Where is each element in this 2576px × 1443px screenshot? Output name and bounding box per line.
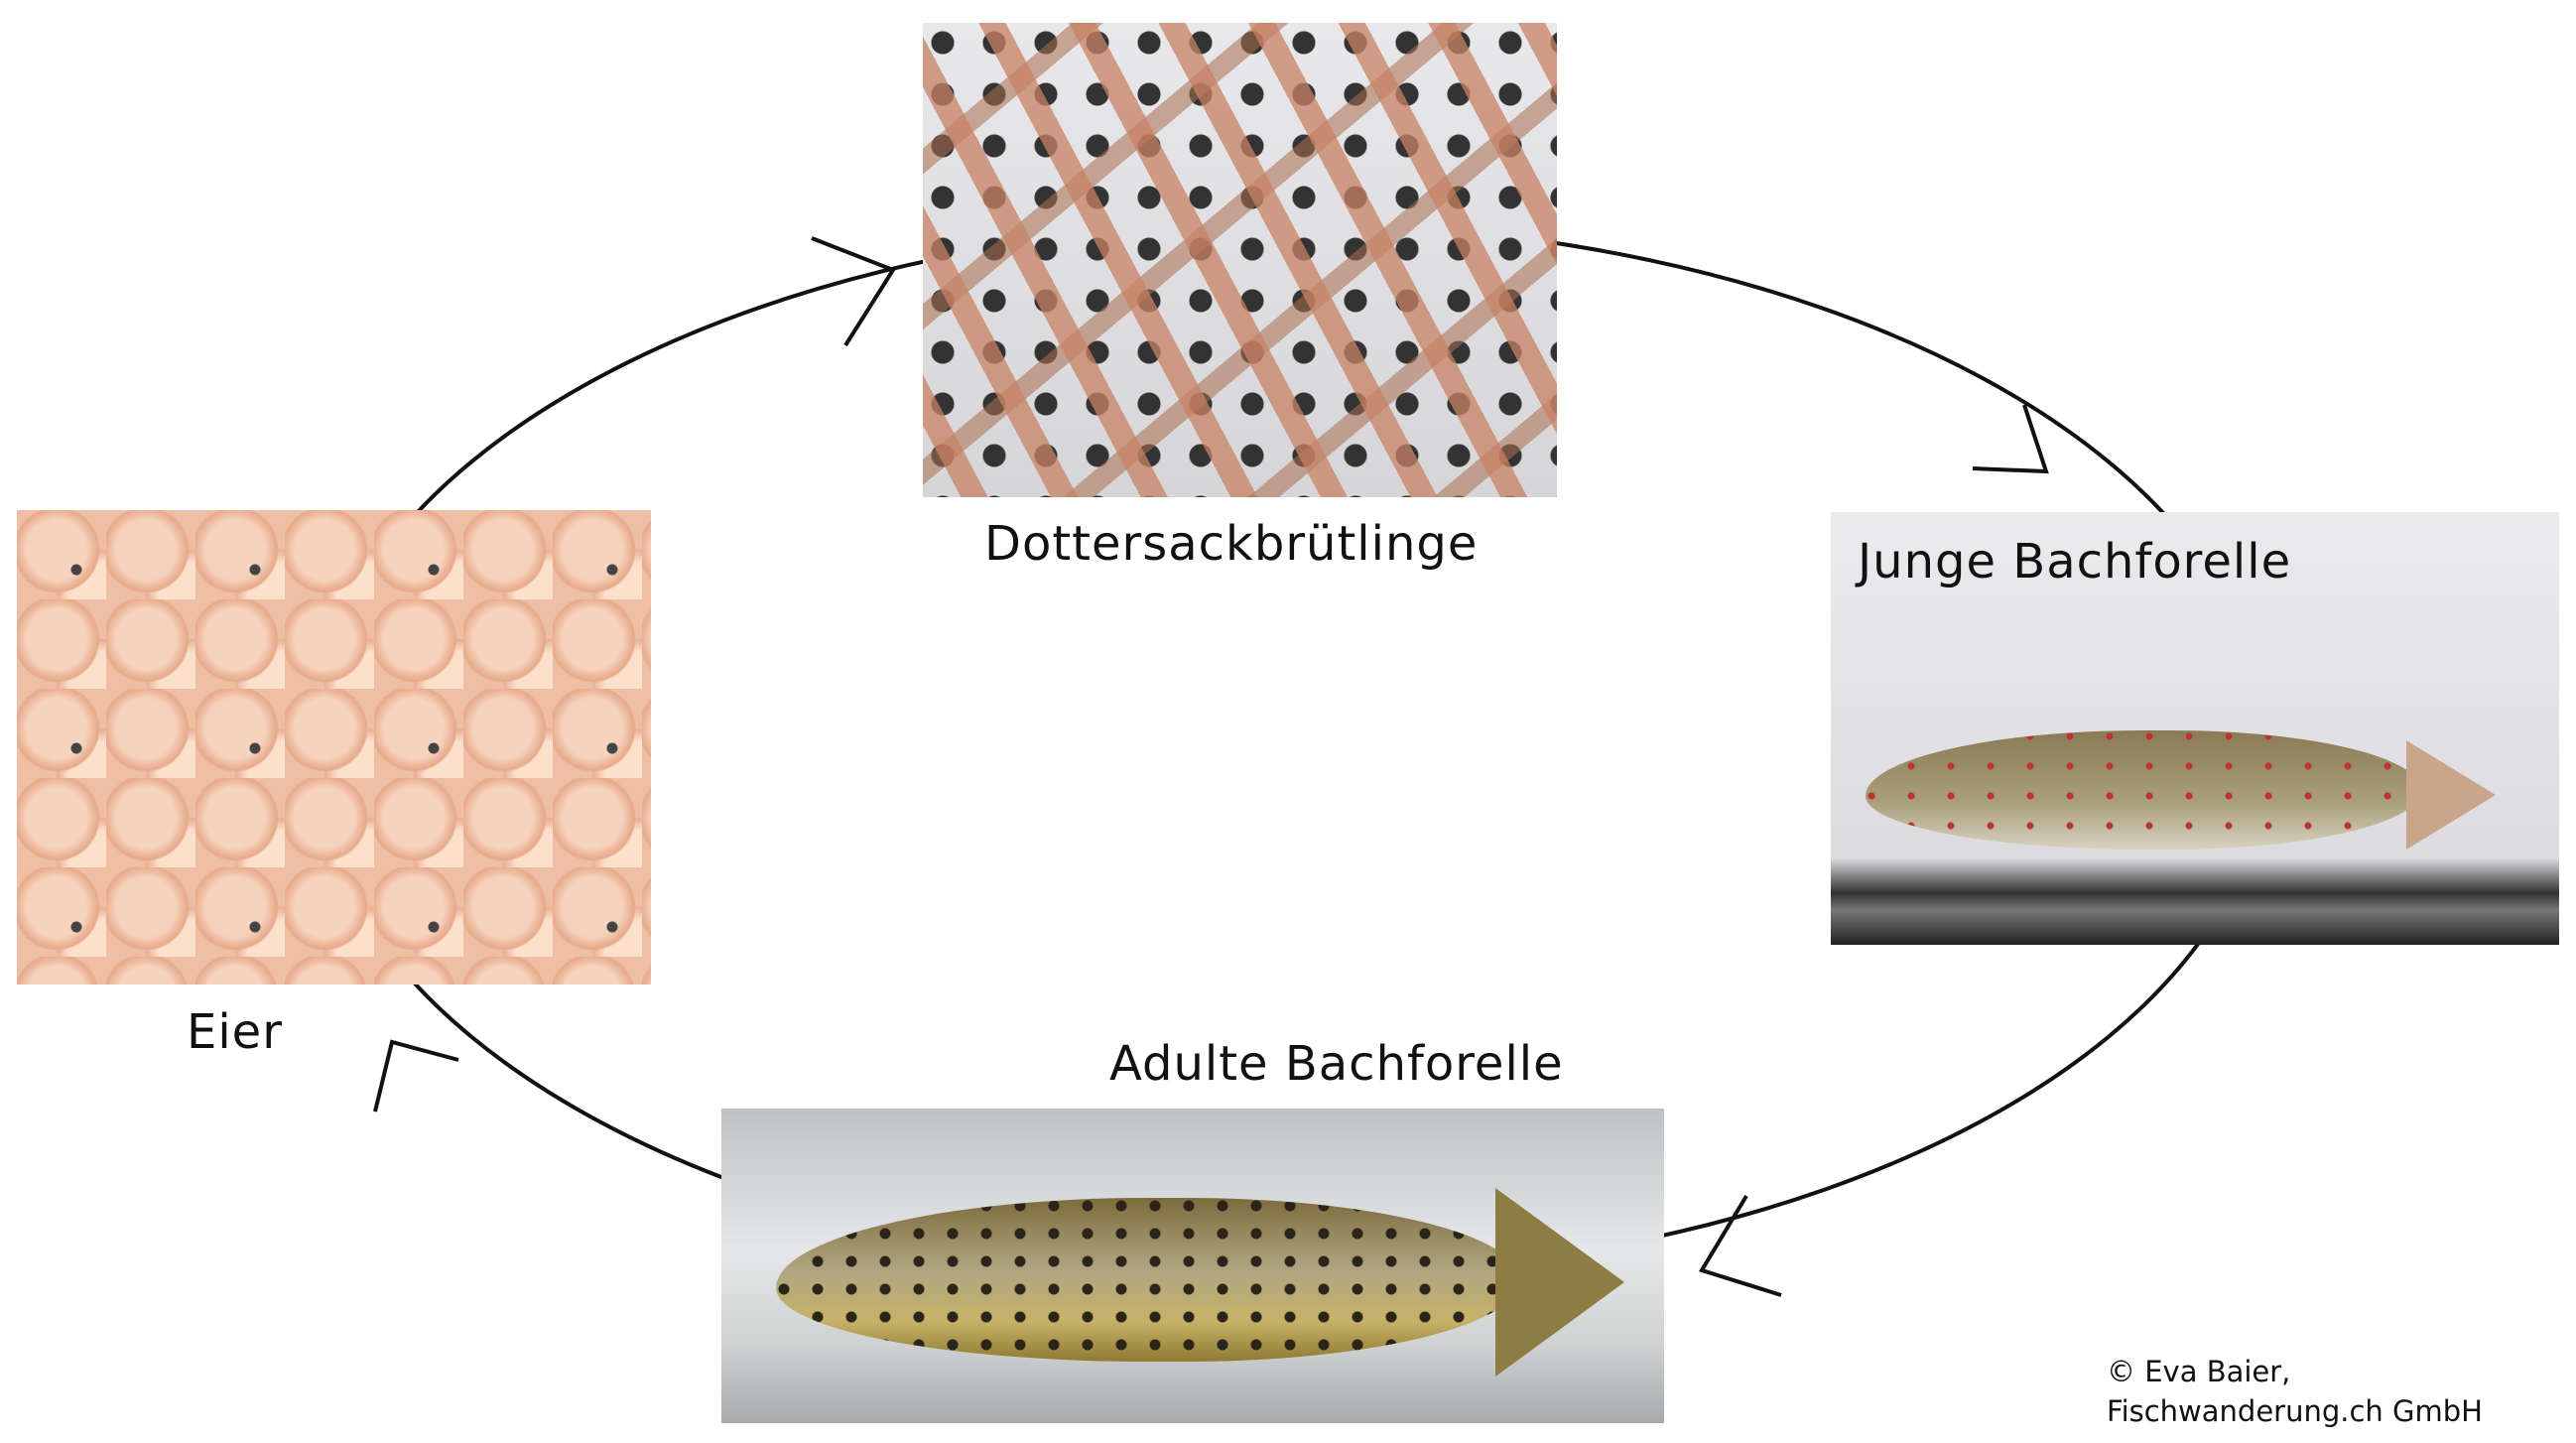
arrow-head-young-to-adult bbox=[1698, 1194, 1782, 1297]
adult-trout-photo bbox=[721, 1109, 1664, 1423]
arrow-head-adult-to-eggs bbox=[373, 1039, 459, 1113]
adult-trout-tail bbox=[1495, 1188, 1624, 1377]
yolk-sac-fry-photo bbox=[923, 23, 1557, 497]
young-trout-fish bbox=[1866, 730, 2421, 850]
credit-author: © Eva Baier, bbox=[2107, 1355, 2291, 1388]
adult-trout-fish bbox=[776, 1198, 1520, 1362]
eggs-photo bbox=[17, 510, 651, 984]
young-trout-photo: Junge Bachforelle bbox=[1831, 512, 2559, 945]
label-eggs: Eier bbox=[187, 1004, 283, 1060]
young-trout-tail bbox=[2406, 740, 2496, 850]
copyright-credit: © Eva Baier, Fischwanderung.ch GmbH bbox=[2107, 1352, 2483, 1431]
label-young-trout: Junge Bachforelle bbox=[1858, 534, 2292, 590]
arrow-head-larvae-to-young bbox=[1972, 404, 2049, 474]
credit-company: Fischwanderung.ch GmbH bbox=[2107, 1394, 2483, 1428]
label-adult-trout: Adulte Bachforelle bbox=[1109, 1036, 1564, 1092]
label-yolk-sac-fry: Dottersackbrütlinge bbox=[984, 516, 1479, 572]
arrow-head-eggs-to-larvae bbox=[811, 236, 896, 347]
